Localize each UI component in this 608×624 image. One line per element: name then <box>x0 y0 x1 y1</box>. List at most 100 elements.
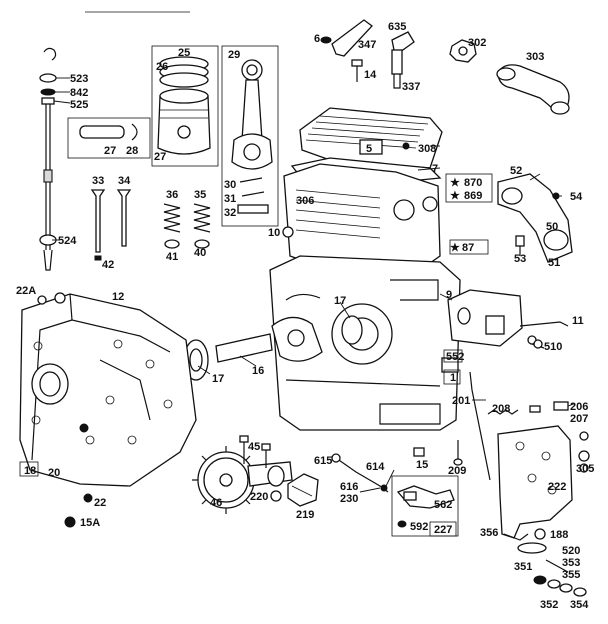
carburetor <box>447 289 569 349</box>
screws-center <box>413 440 463 466</box>
label-616: 616 <box>340 481 358 493</box>
label-523: 523 <box>70 73 88 85</box>
piston-pin-box <box>67 117 151 159</box>
label-524: 524 <box>58 235 77 247</box>
label-206: 206 <box>570 401 588 413</box>
label-18: 18 <box>24 465 36 477</box>
label-201: 201 <box>452 395 470 407</box>
label-842: 842 <box>70 87 88 99</box>
label-31: 31 <box>224 193 236 205</box>
dipstick-assembly <box>39 47 71 271</box>
label-353: 353 <box>562 557 580 569</box>
cylinder-block <box>269 163 461 431</box>
elbow-fitting <box>351 31 415 89</box>
label-20: 20 <box>48 467 60 479</box>
label-22: 22 <box>94 497 106 509</box>
governor-shaft <box>331 453 389 493</box>
label-36: 36 <box>166 189 178 201</box>
label-11: 11 <box>572 315 584 327</box>
crankshaft <box>215 315 363 363</box>
label-52: 52 <box>510 165 522 177</box>
label-box-227 <box>429 521 457 537</box>
label-29: 29 <box>228 49 240 61</box>
governor-lever-box <box>391 475 459 537</box>
label-10: 10 <box>268 227 280 239</box>
seal-12 <box>54 292 66 304</box>
bracket-347 <box>320 19 373 57</box>
label-303: 303 <box>526 51 544 63</box>
label-351: 351 <box>514 561 532 573</box>
label-5: 5 <box>366 143 372 155</box>
label-25: 25 <box>178 47 190 59</box>
label-box-1 <box>443 369 461 385</box>
label-562: 562 <box>434 499 452 511</box>
label-34: 34 <box>118 175 131 187</box>
label-219: 219 <box>296 509 314 521</box>
bolt-10 <box>282 226 294 238</box>
label-337: 337 <box>402 81 420 93</box>
label-615: 615 <box>314 455 332 467</box>
label-16: 16 <box>252 365 264 377</box>
label-54: 54 <box>570 191 583 203</box>
label-869: 869 <box>464 190 482 202</box>
cylinder-head <box>299 107 443 169</box>
cam-gear <box>192 435 293 514</box>
label-352: 352 <box>540 599 558 611</box>
label-592: 592 <box>410 521 428 533</box>
label-308: 308 <box>418 143 436 155</box>
label-33: 33 <box>92 175 104 187</box>
label-40: 40 <box>194 247 206 259</box>
label-356: 356 <box>480 527 498 539</box>
gasket-302 <box>449 39 477 63</box>
hardware-bottom-right <box>517 528 587 597</box>
label-306: 306 <box>296 195 314 207</box>
label-14: 14 <box>364 69 377 81</box>
star-icon: ★ <box>450 177 460 189</box>
valve-springs <box>163 203 211 249</box>
label-355: 355 <box>562 569 580 581</box>
label-9: 9 <box>446 289 452 301</box>
label-188: 188 <box>550 529 568 541</box>
label-520: 520 <box>562 545 580 557</box>
label-614: 614 <box>366 461 385 473</box>
control-bracket <box>497 425 590 541</box>
label-51: 51 <box>548 257 560 269</box>
label-box-552 <box>443 349 463 363</box>
label-15: 15 <box>416 459 428 471</box>
label-230: 230 <box>340 493 358 505</box>
label-41: 41 <box>166 251 178 263</box>
label-30: 30 <box>224 179 236 191</box>
label-552: 552 <box>446 351 464 363</box>
label-box-18 <box>19 461 39 477</box>
label-35: 35 <box>194 189 206 201</box>
label-42: 42 <box>102 259 114 271</box>
governor <box>270 473 319 507</box>
label-box-87 <box>449 239 489 255</box>
label-17: 17 <box>334 295 346 307</box>
valves <box>90 189 132 261</box>
label-87: 87 <box>462 242 474 254</box>
label-50: 50 <box>546 221 558 233</box>
label-354: 354 <box>570 599 589 611</box>
screw-15a <box>64 516 76 528</box>
label-28: 28 <box>126 145 138 157</box>
connecting-rod-box <box>221 45 279 227</box>
label-45: 45 <box>248 441 260 453</box>
crankcase-cover <box>19 293 197 487</box>
label-27-piston: 27 <box>154 151 166 163</box>
label-15a: 15A <box>80 517 100 529</box>
intake-elbow <box>497 173 573 263</box>
label-222: 222 <box>548 481 566 493</box>
screw-510 <box>533 339 543 349</box>
label-220: 220 <box>250 491 268 503</box>
label-207: 207 <box>570 413 588 425</box>
label-32: 32 <box>224 207 236 219</box>
screw-22 <box>83 493 93 503</box>
screw-22a <box>37 295 47 305</box>
label-12: 12 <box>112 291 124 303</box>
label-302: 302 <box>468 37 486 49</box>
star-icon: ★ <box>450 242 460 254</box>
label-635: 635 <box>388 21 406 33</box>
label-53: 53 <box>514 253 526 265</box>
